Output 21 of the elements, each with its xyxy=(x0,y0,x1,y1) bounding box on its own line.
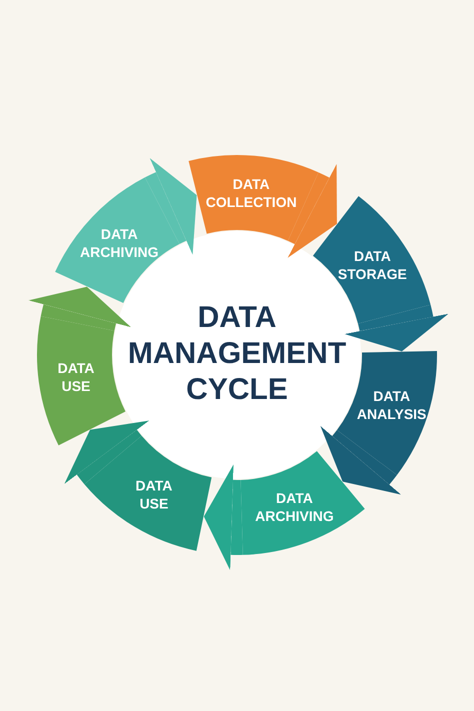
segment-label: DATA STORAGE xyxy=(338,248,407,282)
arrow xyxy=(64,420,150,484)
arrow xyxy=(145,158,197,255)
segment-label: DATA USE xyxy=(58,360,94,394)
segment-label: DATA ARCHIVING xyxy=(80,226,159,260)
arc-segment xyxy=(188,155,318,241)
arrow xyxy=(28,286,132,332)
arc-segment xyxy=(55,177,180,304)
arrow xyxy=(344,305,448,352)
arc-segment xyxy=(37,316,126,446)
arrow xyxy=(288,164,338,258)
segment-label: DATA USE xyxy=(136,478,172,512)
arc-segment xyxy=(240,451,365,555)
segment-label: DATA ARCHIVING xyxy=(255,490,334,524)
segment-label: DATA COLLECTION xyxy=(206,176,297,210)
arrow xyxy=(204,464,243,570)
arc-segment xyxy=(84,436,212,551)
segment-label: DATA ANALYSIS xyxy=(356,388,426,422)
arrow xyxy=(320,426,402,494)
arc-segment xyxy=(312,196,431,324)
diagram-title: DATA MANAGEMENT CYCLE xyxy=(127,300,347,408)
